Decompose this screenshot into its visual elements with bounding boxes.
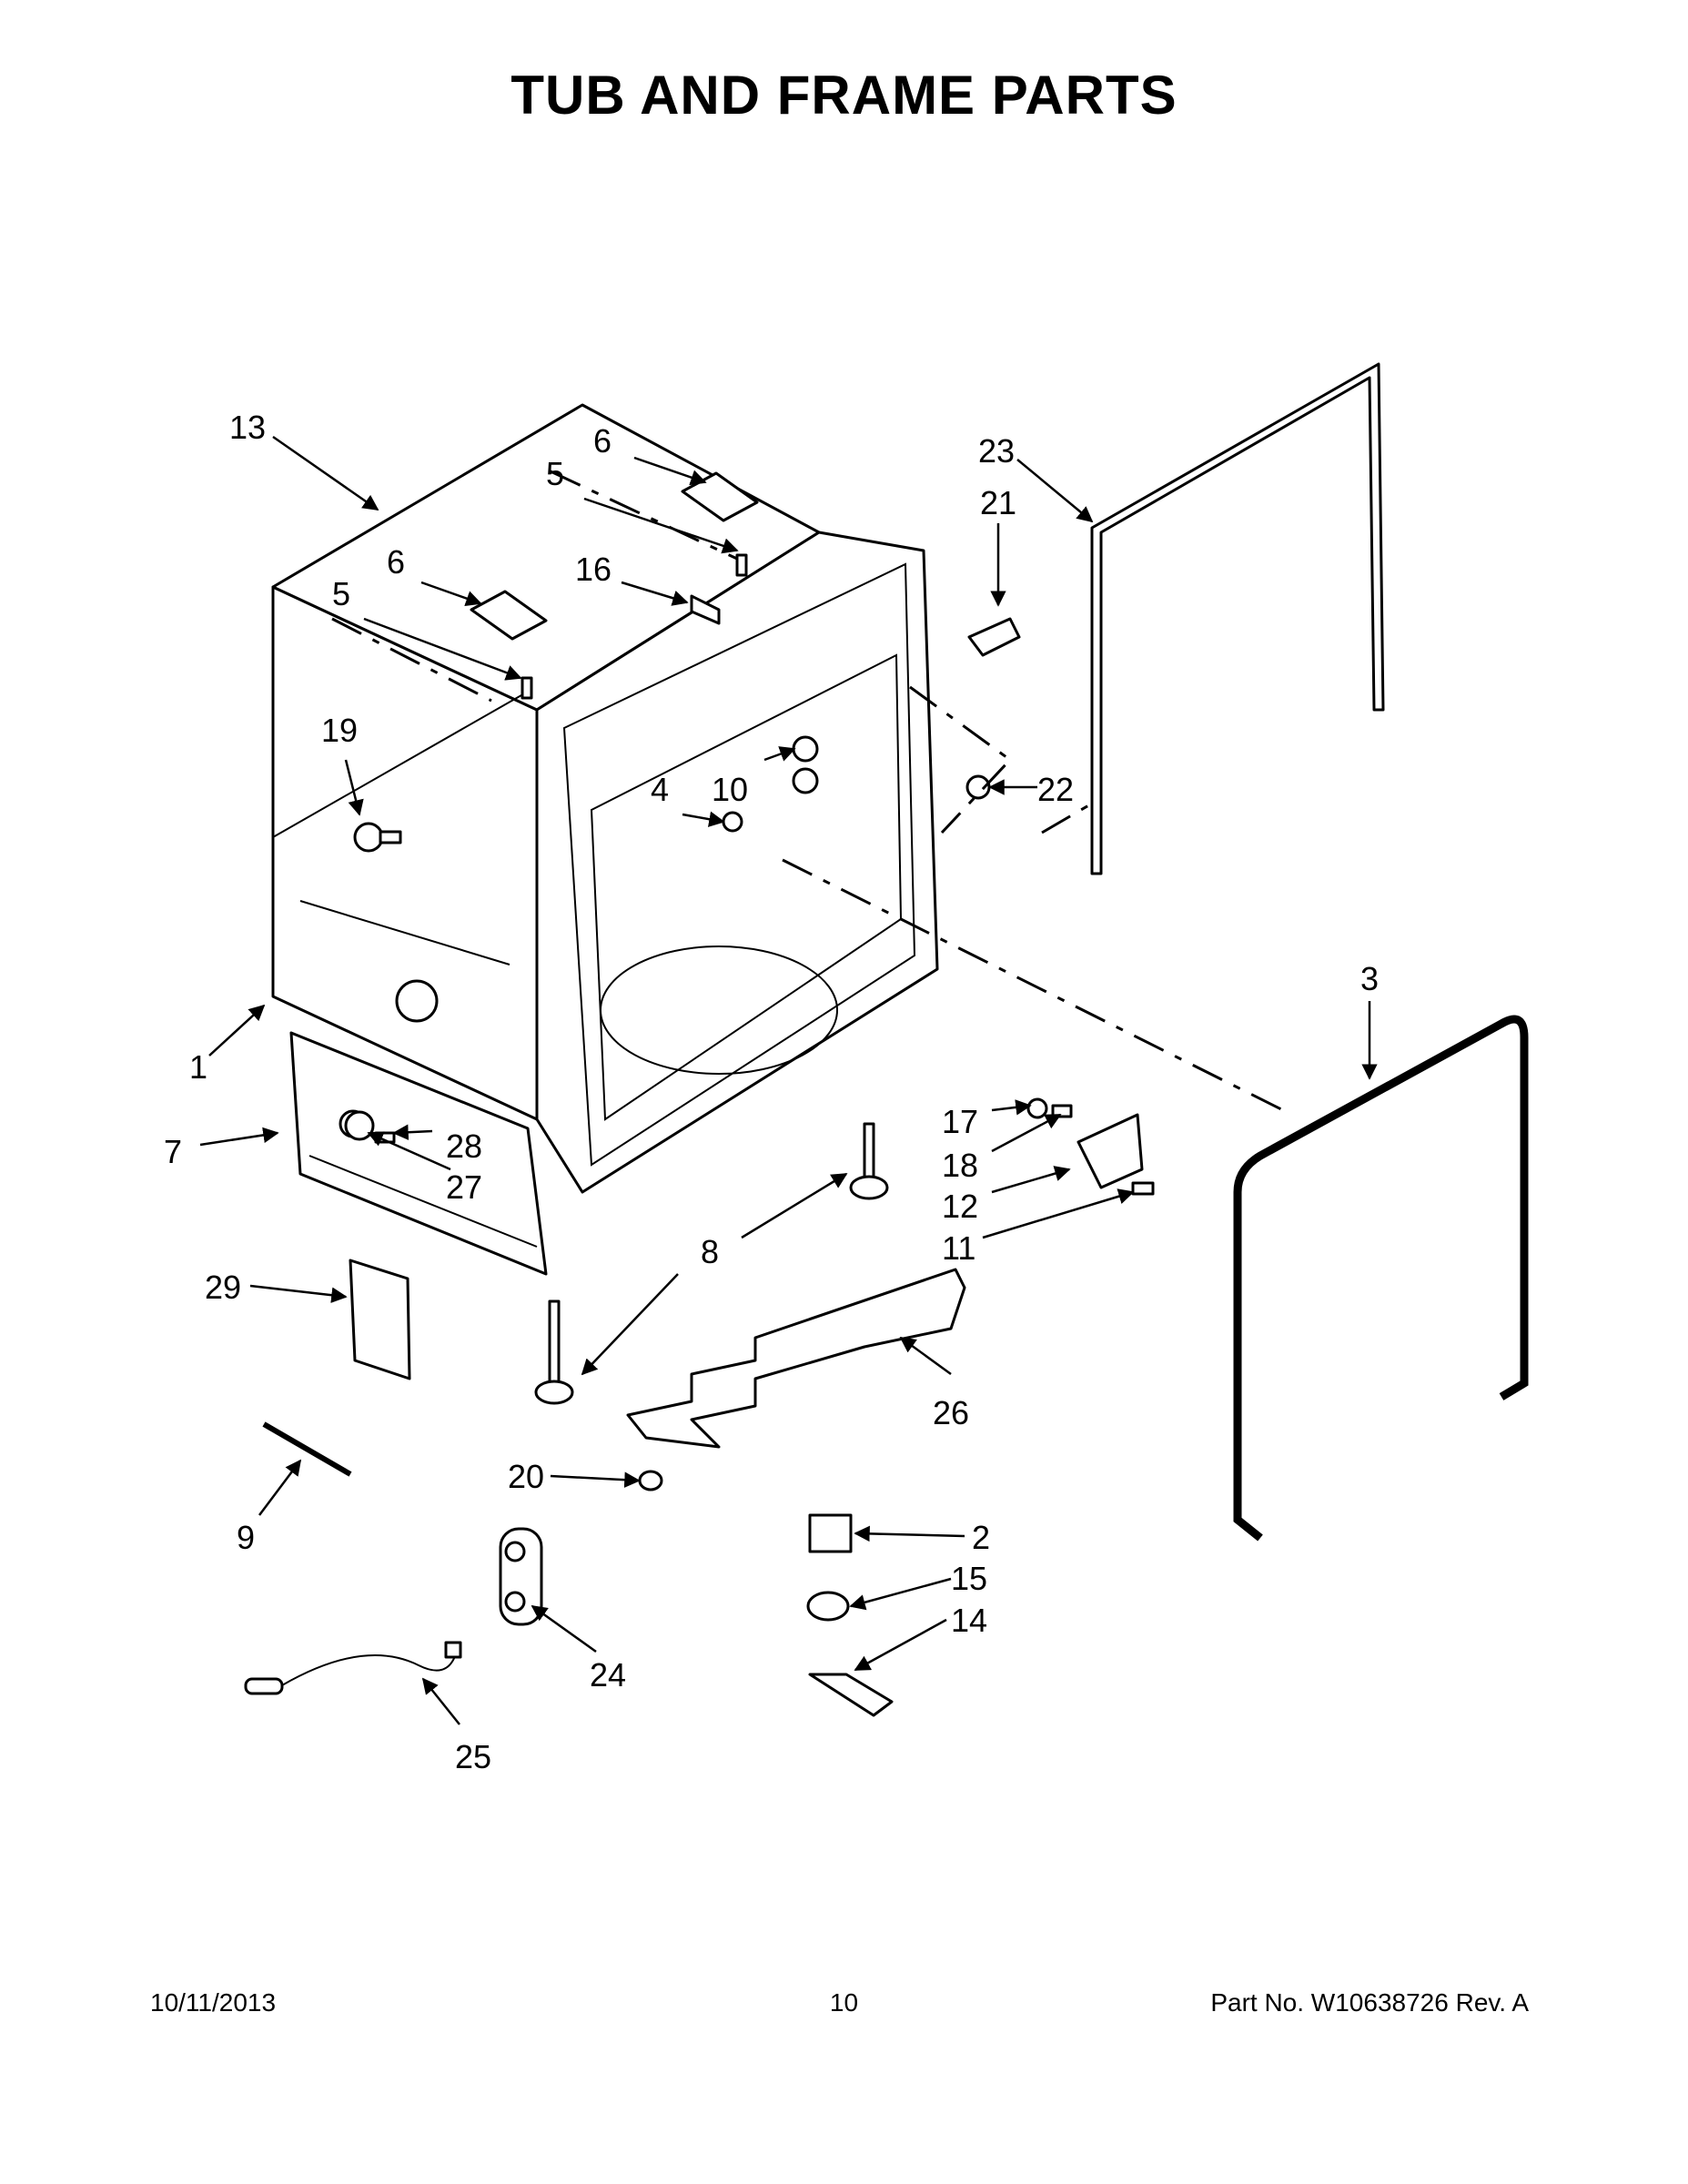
callout-14: 14 [951,1602,987,1639]
part-15-float [806,1591,850,1622]
callout-6: 6 [593,422,612,460]
callout-13: 13 [229,409,266,446]
part-17-washer [1026,1097,1048,1119]
part-2-cap [808,1513,853,1553]
callout-2: 2 [972,1519,990,1556]
part-29-label [349,1259,411,1380]
callout-23: 23 [978,432,1015,470]
part-8-leveling-leg-right [849,1122,889,1200]
callouts: 13 6 5 6 5 16 19 4 10 23 21 22 1 7 28 27… [164,409,1379,1775]
part-26-shield [626,1268,966,1449]
part-20-clip [638,1470,663,1491]
part-18-screw [1051,1104,1073,1118]
callout-27: 27 [446,1168,482,1206]
screw-left [521,676,533,700]
callout-6: 6 [387,543,405,581]
callout-10: 10 [712,771,748,808]
callout-7: 7 [164,1133,182,1170]
callout-12: 12 [942,1188,978,1225]
callout-15: 15 [951,1560,987,1597]
footer-part-number: Part No. W10638726 Rev. A [1210,1988,1529,2017]
part-14-bracket [808,1673,894,1717]
callout-26: 26 [933,1394,969,1431]
callout-5: 5 [546,455,564,492]
callout-20: 20 [508,1458,544,1495]
part-21-bracket [967,617,1021,657]
hinge-left [470,590,548,641]
callout-1: 1 [189,1048,207,1086]
callout-24: 24 [590,1656,626,1694]
footer-page-number: 10 [829,1988,859,2017]
part-9-spring [262,1421,352,1477]
callout-8: 8 [701,1233,719,1270]
part-27-nut [344,1110,375,1141]
part-16-clip [690,594,721,625]
callout-11: 11 [942,1229,975,1267]
callout-9: 9 [237,1519,255,1556]
callout-25: 25 [455,1738,491,1775]
part-11-screw [1131,1181,1155,1196]
callout-28: 28 [446,1127,482,1165]
callout-5: 5 [332,575,350,612]
callout-21: 21 [980,484,1016,521]
callout-17: 17 [942,1103,978,1140]
part-8-leveling-leg-left [534,1299,574,1405]
assembly-lines [331,470,1284,1112]
part-24-grommet-pair [499,1527,543,1626]
part-3-tub-seal [1233,1015,1529,1542]
callout-16: 16 [575,551,612,588]
callout-19: 19 [321,712,358,749]
callout-3: 3 [1360,960,1379,997]
footer-date: 10/11/2013 [150,1988,277,2017]
callout-18: 18 [942,1147,978,1184]
leader-lines [199,435,1378,1725]
part-4-screw [722,811,743,833]
part-23-door-gasket [1090,362,1385,875]
part-12-bracket [1076,1113,1144,1189]
part-19-plug [353,822,402,853]
callout-4: 4 [651,771,669,808]
screw-right [735,553,748,577]
part-25-cable [244,1641,462,1695]
page-title: TUB AND FRAME PARTS [510,65,1178,126]
callout-22: 22 [1037,771,1074,808]
callout-29: 29 [205,1269,241,1306]
